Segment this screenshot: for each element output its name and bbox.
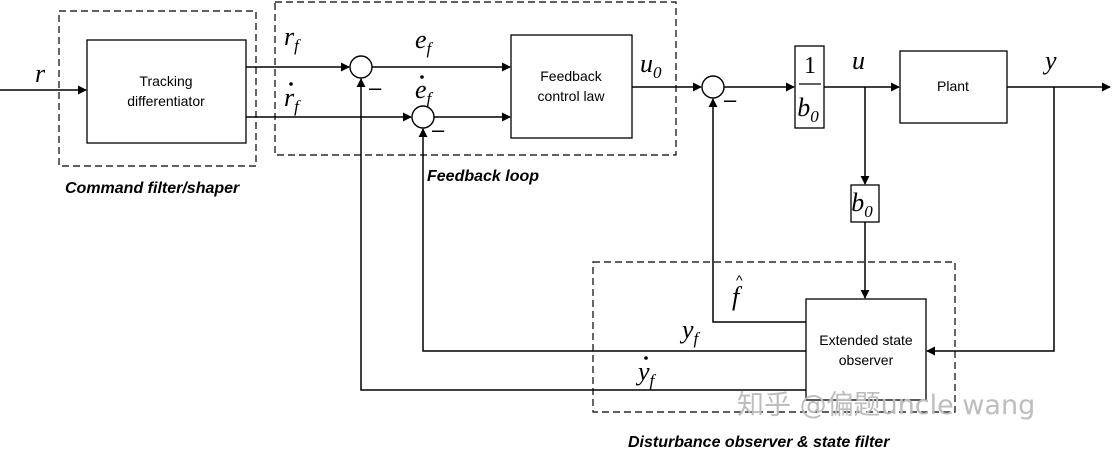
signal-fhat: f ^ (732, 272, 743, 311)
svg-text:^: ^ (736, 272, 743, 288)
signal-ef: ef (415, 25, 434, 58)
svg-text:yf: yf (635, 357, 657, 390)
feedback-loop-caption: Feedback loop (427, 168, 539, 185)
svg-text:rf: rf (284, 83, 301, 116)
svg-text:ef: ef (415, 75, 434, 108)
gain-numerator: 1 (804, 53, 816, 79)
sum-junction-u (701, 75, 725, 99)
gain-denominator: b0 (797, 93, 819, 126)
svg-text:f: f (732, 282, 743, 311)
gain-block (794, 45, 825, 129)
disturbance-observer-group (592, 261, 956, 413)
wire-yf-feedback (418, 128, 806, 352)
tracking-differentiator-block (86, 39, 247, 144)
plant-block (899, 50, 1008, 124)
signal-y: y (1042, 46, 1057, 75)
plant-label: Plant (937, 78, 969, 94)
wire-y-to-eso (926, 87, 1055, 356)
disturbance-observer-caption: Disturbance observer & state filter (628, 434, 890, 451)
sum-junction-edot (411, 105, 435, 129)
watermark: 知乎 @偏题uncle wang (737, 390, 1035, 421)
signal-yf-dot: yf (635, 356, 657, 390)
signal-u: u (852, 46, 865, 75)
command-filter-caption: Command filter/shaper (65, 180, 240, 197)
signal-u0: u0 (640, 49, 662, 82)
feedback-control-law-block (510, 34, 633, 139)
b0-gain-label: b0 (851, 188, 873, 221)
signal-ef-dot: ef (415, 75, 434, 108)
minus-sign-u: – (724, 87, 737, 112)
feedback-loop-group (274, 1, 677, 156)
signal-r: r (35, 59, 46, 88)
minus-sign-e: – (369, 75, 382, 100)
signal-rf-dot: rf (284, 82, 301, 116)
wire-yfdot-feedback (356, 78, 806, 391)
wire-fhat-feedback (708, 98, 806, 323)
extended-state-observer-block (805, 298, 927, 401)
signal-yf: yf (679, 315, 701, 348)
signal-rf: rf (284, 22, 301, 55)
minus-sign-edot: – (432, 117, 445, 142)
